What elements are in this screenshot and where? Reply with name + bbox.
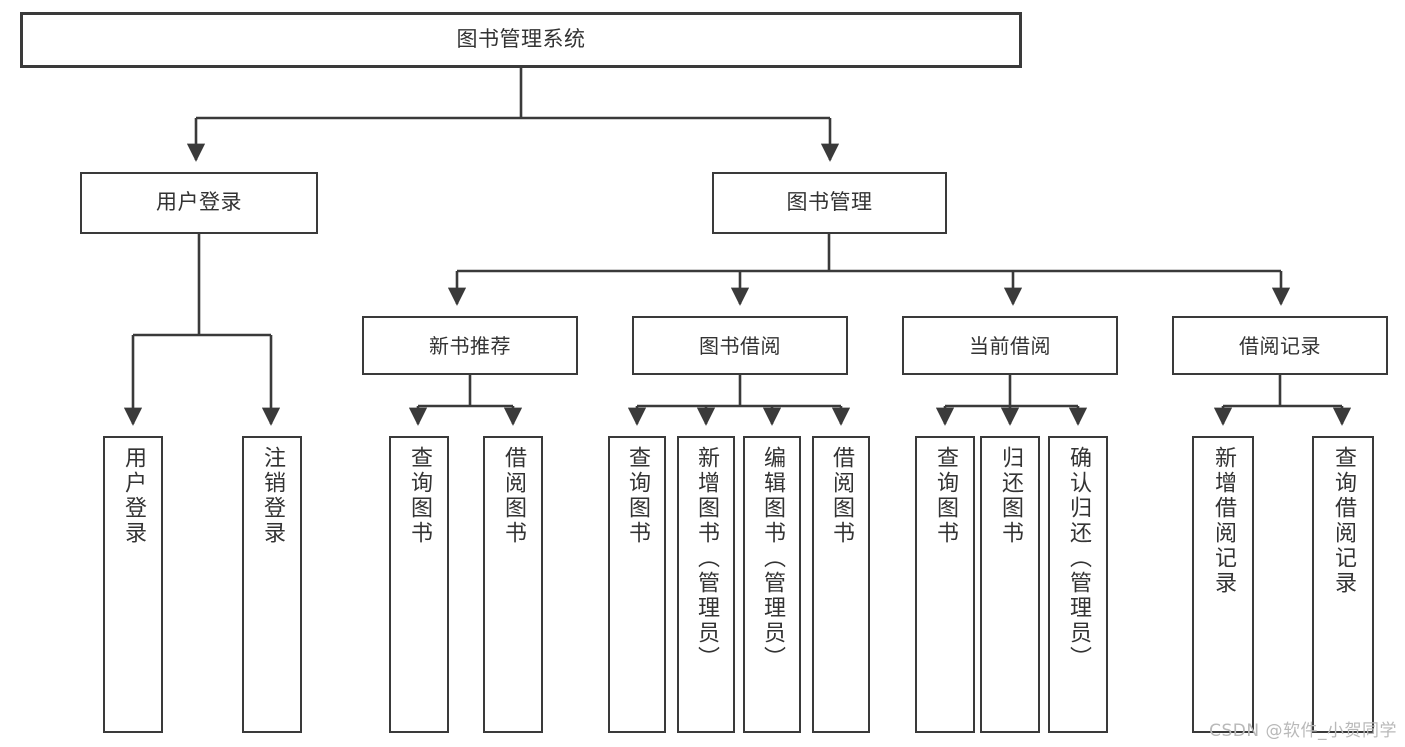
leaf-borrow-edit-book-admin[interactable]: 编辑图书（管理员）: [743, 436, 801, 733]
node-user-login[interactable]: 用户登录: [80, 172, 318, 234]
node-label: 借阅图书: [500, 446, 526, 546]
leaf-current-query-book[interactable]: 查询图书: [915, 436, 975, 733]
node-label: 用户登录: [120, 446, 146, 546]
node-borrow-record[interactable]: 借阅记录: [1172, 316, 1388, 375]
leaf-user-login[interactable]: 用户登录: [103, 436, 163, 733]
node-label: 新增图书（管理员）: [693, 446, 719, 671]
leaf-current-return-book[interactable]: 归还图书: [980, 436, 1040, 733]
csdn-watermark: CSDN @软件_小贺同学: [1209, 721, 1397, 741]
node-label: 新书推荐: [429, 333, 511, 358]
leaf-borrow-add-book-admin[interactable]: 新增图书（管理员）: [677, 436, 735, 733]
node-book-management[interactable]: 图书管理: [712, 172, 947, 234]
node-label: 图书管理: [786, 190, 873, 215]
node-label: 查询借阅记录: [1330, 446, 1356, 596]
leaf-newbook-query-book[interactable]: 查询图书: [389, 436, 449, 733]
node-current-borrow[interactable]: 当前借阅: [902, 316, 1118, 375]
node-label: 当前借阅: [969, 333, 1051, 358]
leaf-borrow-borrow-book[interactable]: 借阅图书: [812, 436, 870, 733]
leaf-borrow-query-book[interactable]: 查询图书: [608, 436, 666, 733]
leaf-record-add-record[interactable]: 新增借阅记录: [1192, 436, 1254, 733]
node-label: 查询图书: [932, 446, 958, 546]
leaf-current-confirm-return-admin[interactable]: 确认归还（管理员）: [1048, 436, 1108, 733]
node-label: 查询图书: [406, 446, 432, 546]
node-label: 图书借阅: [699, 333, 781, 358]
node-new-book-recommend[interactable]: 新书推荐: [362, 316, 578, 375]
node-book-borrow[interactable]: 图书借阅: [632, 316, 848, 375]
leaf-newbook-borrow-book[interactable]: 借阅图书: [483, 436, 543, 733]
node-label: 借阅图书: [828, 446, 854, 546]
leaf-record-query-record[interactable]: 查询借阅记录: [1312, 436, 1374, 733]
node-label: 用户登录: [156, 190, 242, 215]
node-label: 确认归还（管理员）: [1065, 446, 1091, 671]
node-label: 归还图书: [997, 446, 1023, 546]
node-label: 查询图书: [624, 446, 650, 546]
node-label: 注销登录: [259, 446, 285, 546]
node-root-system[interactable]: 图书管理系统: [20, 12, 1022, 68]
node-label: 图书管理系统: [456, 27, 586, 52]
node-label: 新增借阅记录: [1210, 446, 1236, 596]
leaf-user-logout[interactable]: 注销登录: [242, 436, 302, 733]
node-label: 借阅记录: [1239, 333, 1321, 358]
node-label: 编辑图书（管理员）: [759, 446, 785, 671]
